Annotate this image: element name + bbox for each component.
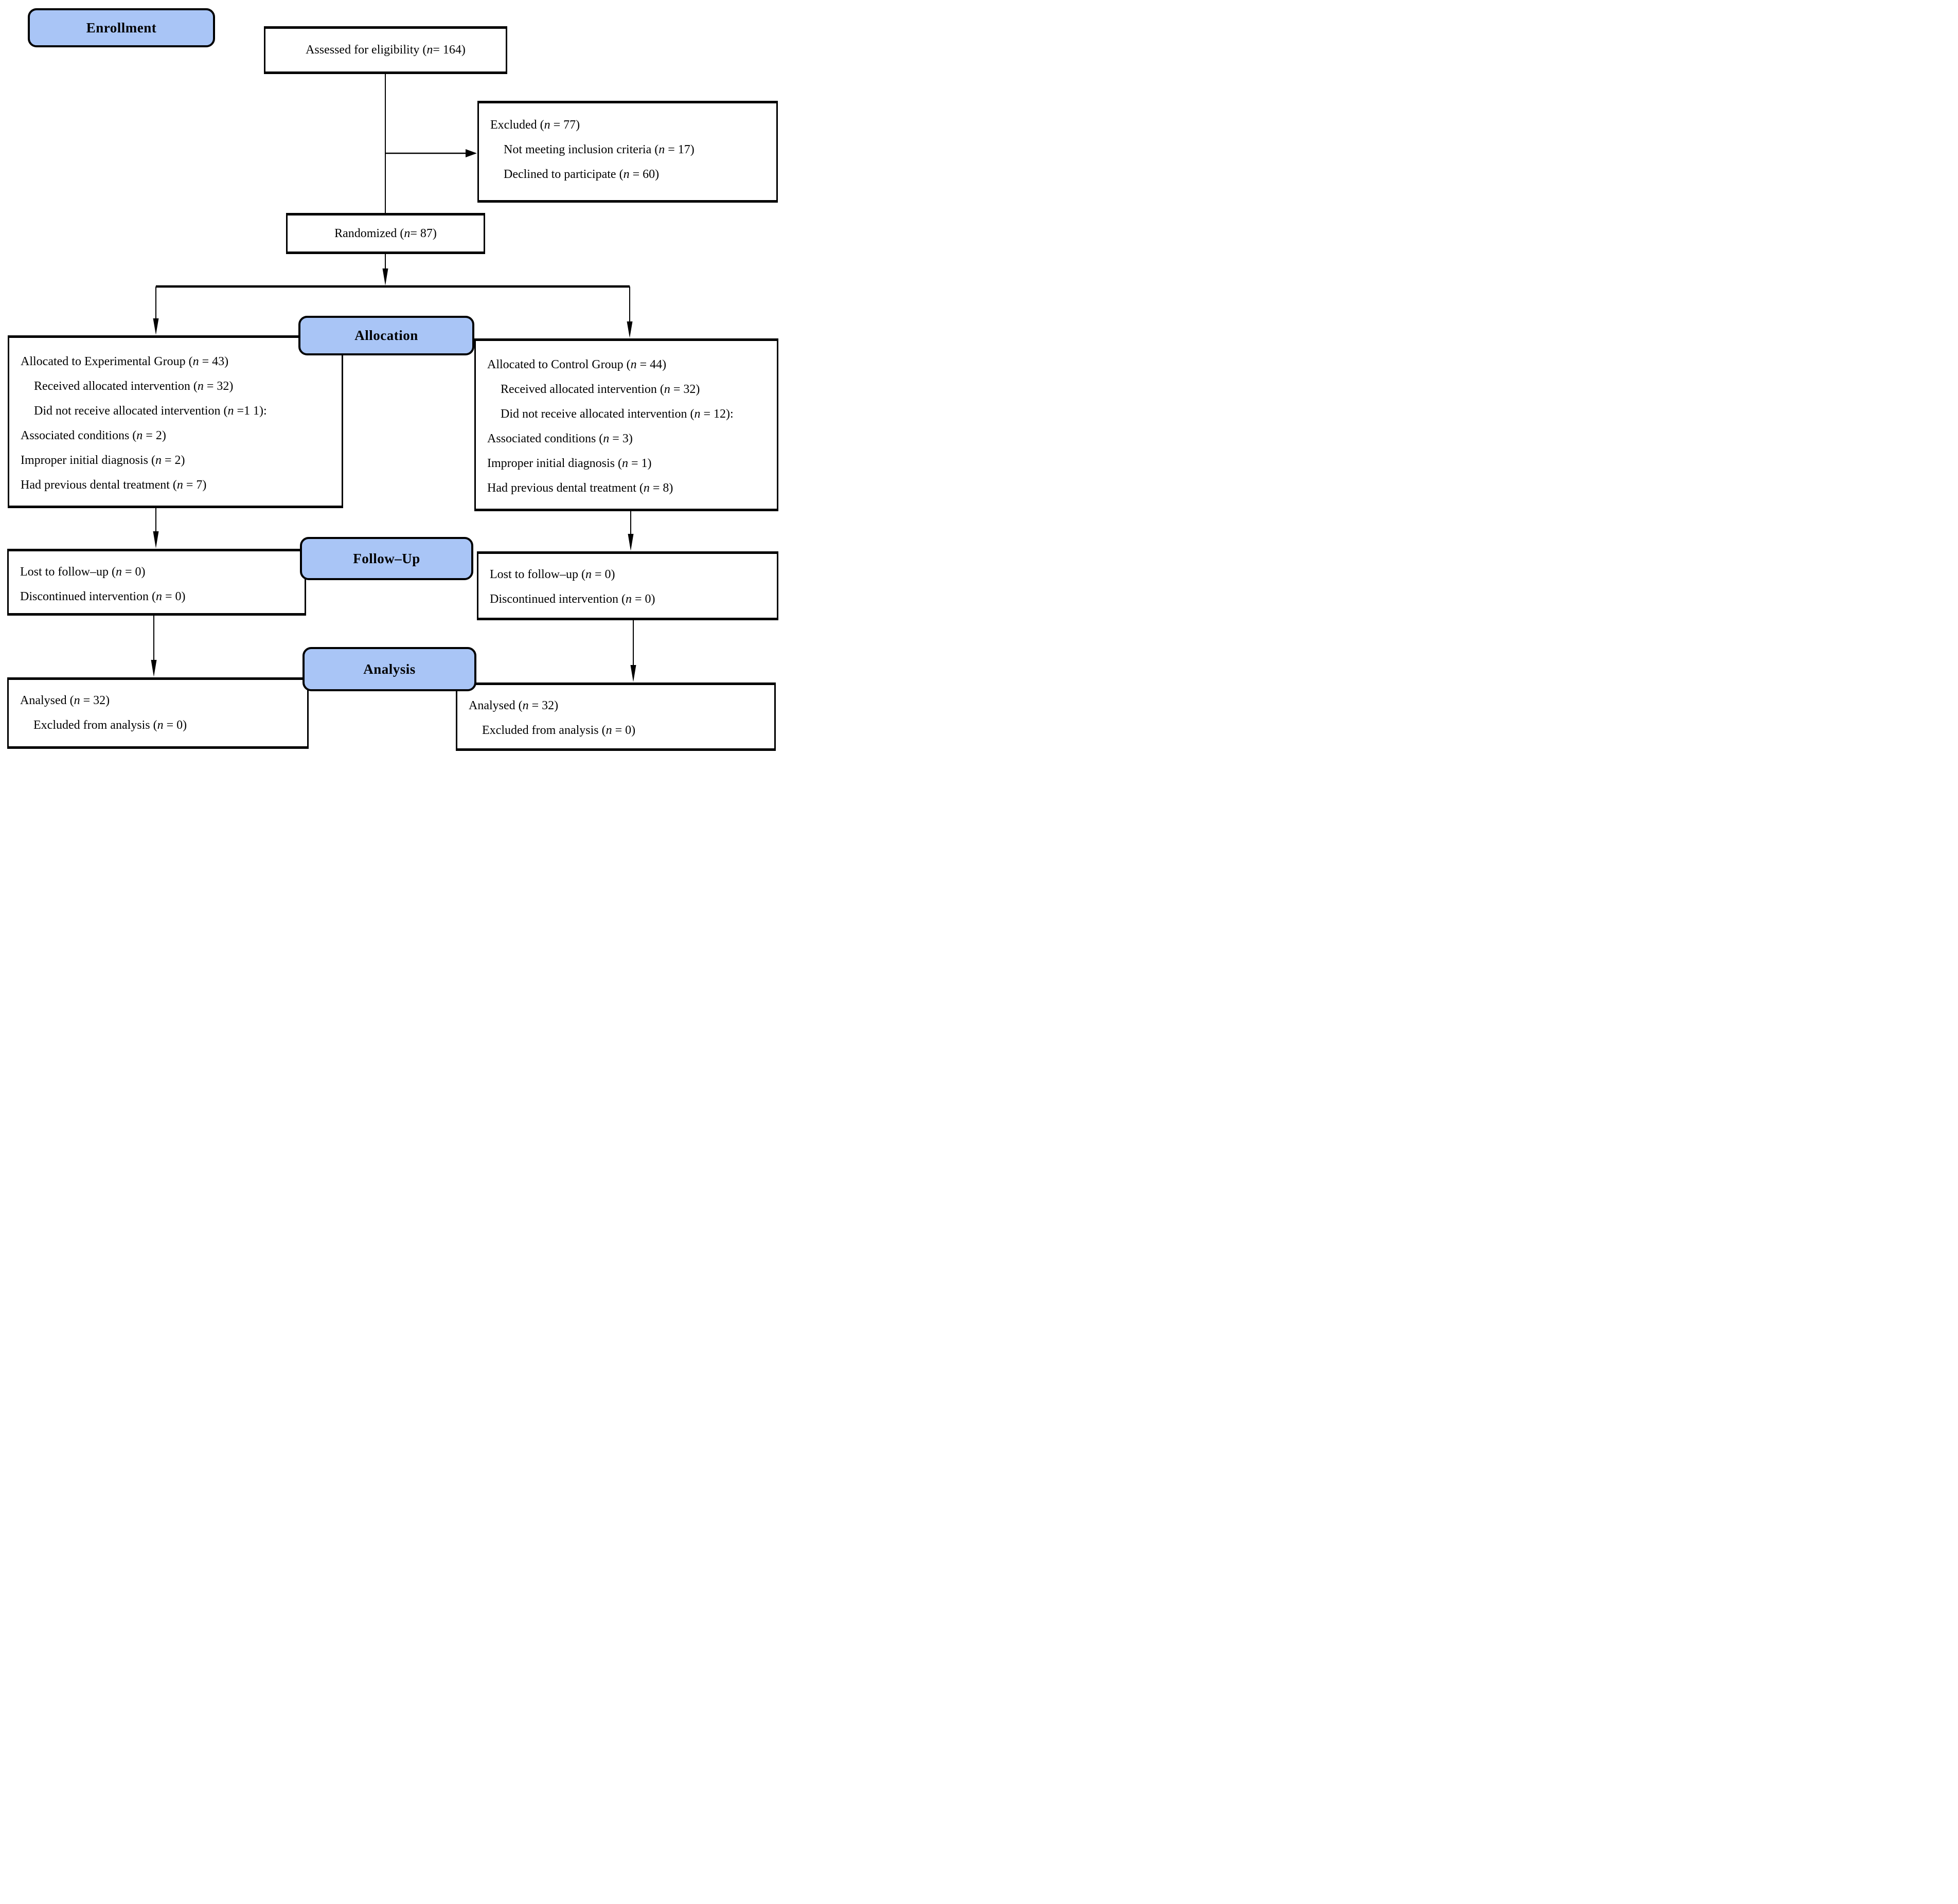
excluded-declined: Declined to participate (n = 60) (504, 168, 660, 181)
fu-ctrl-discontinued: Discontinued intervention (n = 0) (490, 592, 655, 606)
fu-exp-lost: Lost to follow–up (n = 0) (20, 565, 146, 579)
randomized-text: Randomized (n = 87) (334, 226, 437, 240)
alloc-exp-total: Allocated to Experimental Group (n = 43) (21, 355, 229, 368)
an-ctrl-analysed: Analysed (n = 32) (469, 699, 559, 712)
alloc-exp-not-received: Did not receive allocated intervention (… (34, 404, 267, 418)
stage-allocation: Allocation (298, 316, 474, 355)
alloc-ctrl-previous-treatment: Had previous dental treatment (n = 8) (487, 481, 673, 495)
randomized-box: Randomized (n = 87) (286, 213, 485, 254)
arrowhead-analysis-right (630, 665, 636, 682)
arrowhead-fu-right (628, 534, 634, 551)
alloc-ctrl-associated-conditions: Associated conditions (n = 3) (487, 432, 633, 445)
consort-flow-diagram: Assessed for eligibility (n = 164) Exclu… (0, 0, 783, 762)
alloc-ctrl-total: Allocated to Control Group (n = 44) (487, 358, 667, 371)
allocation-control-box: Allocated to Control Group (n = 44) Rece… (474, 338, 778, 511)
stage-followup: Follow–Up (300, 537, 473, 580)
arrowhead-analysis-left (151, 660, 157, 677)
an-exp-excluded: Excluded from analysis (n = 0) (33, 719, 187, 732)
stage-enrollment: Enrollment (28, 8, 215, 47)
allocation-experimental-box: Allocated to Experimental Group (n = 43)… (8, 335, 343, 508)
assessed-eligibility-box: Assessed for eligibility (n = 164) (264, 26, 507, 74)
excluded-not-meeting-criteria: Not meeting inclusion criteria (n = 17) (504, 143, 695, 156)
arrowhead-alloc-left (153, 318, 159, 335)
excluded-box: Excluded (n = 77) Not meeting inclusion … (477, 101, 778, 203)
fu-ctrl-lost: Lost to follow–up (n = 0) (490, 568, 615, 581)
followup-experimental-box: Lost to follow–up (n = 0) Discontinued i… (7, 549, 306, 616)
alloc-exp-improper-diagnosis: Improper initial diagnosis (n = 2) (21, 454, 185, 467)
excluded-total: Excluded (n = 77) (490, 118, 580, 132)
an-exp-analysed: Analysed (n = 32) (20, 694, 110, 707)
analysis-experimental-box: Analysed (n = 32) Excluded from analysis… (7, 677, 309, 749)
assessed-eligibility-text: Assessed for eligibility (n = 164) (306, 43, 466, 57)
an-ctrl-excluded: Excluded from analysis (n = 0) (482, 724, 636, 737)
arrowhead-fu-left (153, 531, 159, 548)
alloc-exp-previous-treatment: Had previous dental treatment (n = 7) (21, 478, 207, 492)
followup-control-box: Lost to follow–up (n = 0) Discontinued i… (477, 551, 778, 620)
arrowhead-alloc-right (627, 321, 633, 338)
flow-arrows (151, 74, 636, 682)
stage-analysis: Analysis (302, 647, 476, 691)
arrowhead-branch (382, 268, 388, 285)
alloc-ctrl-improper-diagnosis: Improper initial diagnosis (n = 1) (487, 457, 652, 470)
alloc-exp-received: Received allocated intervention (n = 32) (34, 380, 234, 393)
alloc-exp-associated-conditions: Associated conditions (n = 2) (21, 429, 166, 442)
fu-exp-discontinued: Discontinued intervention (n = 0) (20, 590, 186, 603)
alloc-ctrl-not-received: Did not receive allocated intervention (… (501, 407, 734, 421)
arrowhead-excluded (466, 149, 477, 157)
alloc-ctrl-received: Received allocated intervention (n = 32) (501, 383, 700, 396)
analysis-control-box: Analysed (n = 32) Excluded from analysis… (456, 682, 776, 751)
